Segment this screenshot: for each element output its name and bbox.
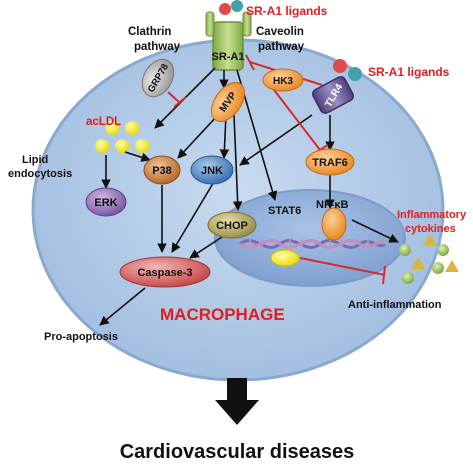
sr-a1-receptor xyxy=(205,11,252,71)
caveolin-pathway-label-2: pathway xyxy=(258,41,305,53)
inflammatory-cytokines-label-2: cytokines xyxy=(405,223,456,235)
clathrin-pathway-label-2: pathway xyxy=(134,41,181,53)
inflammatory-cytokines-label-1: Inflammatory xyxy=(397,209,467,221)
nfkb-node xyxy=(321,207,347,241)
ligand-ball xyxy=(231,0,243,12)
lipid-endocytosis-label-1: Lipid xyxy=(22,154,48,166)
stat6-binding-blob xyxy=(270,249,300,267)
inhibit-grp78-to-acldl xyxy=(167,91,181,104)
hk3-label: HK3 xyxy=(273,76,293,87)
ligand-ball xyxy=(333,59,347,73)
caspase3-label: Caspase-3 xyxy=(137,267,192,279)
sr-a1-ligands-right-label: SR-A1 ligands xyxy=(368,65,450,79)
pro-apoptosis-label: Pro-apoptosis xyxy=(44,331,118,343)
acldl-label: acLDL xyxy=(86,116,121,128)
arrow-acldl-to-p38 xyxy=(124,151,151,162)
sr-a1-ligands-top-label: SR-A1 ligands xyxy=(246,4,328,18)
arrow-mvp-to-chop xyxy=(232,114,243,211)
nucleus xyxy=(214,189,406,287)
mvp-node xyxy=(210,81,246,123)
cardiovascular-diseases-label: Cardiovascular diseases xyxy=(120,441,355,463)
arrow-chop-to-caspase xyxy=(189,234,226,259)
dna-helix-icon xyxy=(239,239,386,249)
ligand-ball xyxy=(348,67,362,81)
arrow-jnk-to-caspase xyxy=(171,179,216,253)
caspase3-node xyxy=(119,256,211,288)
erk-label: ERK xyxy=(94,197,117,209)
jnk-node xyxy=(190,155,234,185)
stat6-label: STAT6 xyxy=(268,205,301,217)
lipid-endocytosis-label-2: endocytosis xyxy=(8,168,72,180)
anti-inflammation-label: Anti-inflammation xyxy=(348,299,442,311)
macrophage-label: MACROPHAGE xyxy=(160,305,285,324)
sr-a1-label: SR-A1 xyxy=(211,51,244,63)
arrow-caspase-to-apoptosis xyxy=(99,287,146,326)
down-arrow-icon xyxy=(215,378,259,425)
grp78-node xyxy=(141,58,175,98)
inhibit-stat6-to-cytokines xyxy=(299,257,386,276)
caveolin-pathway-label-1: Caveolin xyxy=(256,26,304,38)
erk-node xyxy=(85,187,127,217)
p38-node xyxy=(143,155,181,185)
ligand-ball xyxy=(219,3,231,15)
traf6-label: TRAF6 xyxy=(312,157,347,169)
arrow-mvp-to-p38 xyxy=(177,114,219,159)
traf6-node xyxy=(305,148,355,176)
p38-label: P38 xyxy=(152,165,172,177)
chop-label: CHOP xyxy=(216,220,248,232)
arrow-mvp-to-jnk xyxy=(219,114,230,159)
jnk-label: JNK xyxy=(201,165,223,177)
cytokine-shapes xyxy=(399,234,459,284)
inhibit-hk3-to-traf6 xyxy=(267,81,321,151)
clathrin-pathway-label-1: Clathrin xyxy=(128,26,171,38)
hk3-node xyxy=(262,68,304,92)
chop-node xyxy=(207,211,257,239)
nfkb-label: NF-κB xyxy=(316,199,348,211)
acldl-particles xyxy=(95,121,149,153)
arrow-nfkb-to-cytokines xyxy=(351,219,399,243)
tlr4-receptor xyxy=(312,76,354,114)
